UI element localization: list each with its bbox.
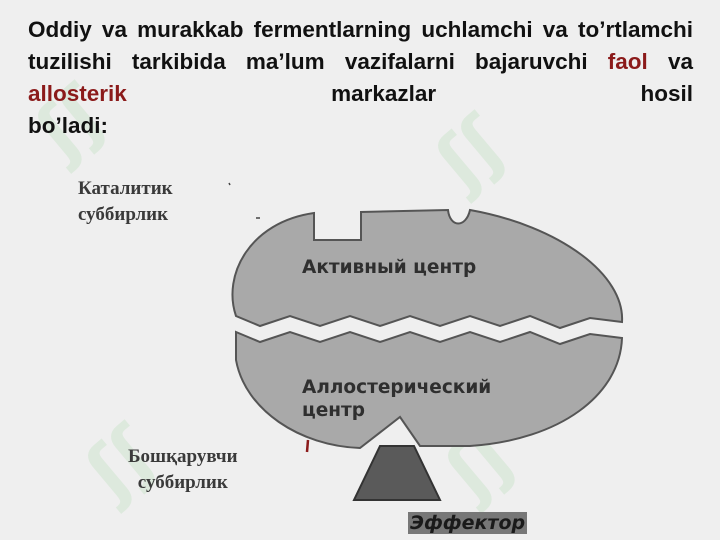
- heading-part1: Oddiy va murakkab fermentlarning uchlamc…: [28, 17, 693, 74]
- heading-allosterik: allosterik: [28, 81, 127, 106]
- heading-va: va: [647, 49, 693, 74]
- heading-part2: markazlar hosil: [126, 81, 693, 106]
- catalytic-label-line1: Каталитик: [78, 178, 173, 199]
- heading-faol: faol: [607, 49, 648, 74]
- tick-mark: [228, 182, 231, 186]
- regulatory-label-line2: суббирлик: [137, 472, 228, 493]
- heading-text: Oddiy va murakkab fermentlarning uchlamc…: [28, 14, 693, 142]
- allosteric-center-label: Аллостерический центр: [302, 376, 491, 422]
- regulatory-subunit-shape: [235, 330, 624, 450]
- active-center-label: Активный центр: [302, 257, 477, 278]
- catalytic-subunit-label: Каталитик суббирлик: [78, 176, 173, 228]
- catalytic-label-line2: суббирлик: [78, 204, 169, 225]
- effector-label: Эффектор: [408, 512, 528, 534]
- catalytic-subunit-shape: [231, 208, 624, 330]
- regulatory-subunit-label: Бошқарувчи суббирлик: [128, 444, 238, 496]
- effector-shape: [352, 445, 442, 501]
- regulatory-label-line1: Бошқарувчи: [128, 446, 238, 467]
- red-mark: [305, 439, 310, 453]
- allosteric-line2: центр: [302, 400, 366, 421]
- heading-last-line: bo’ladi:: [28, 113, 108, 138]
- allosteric-line1: Аллостерический: [302, 377, 492, 398]
